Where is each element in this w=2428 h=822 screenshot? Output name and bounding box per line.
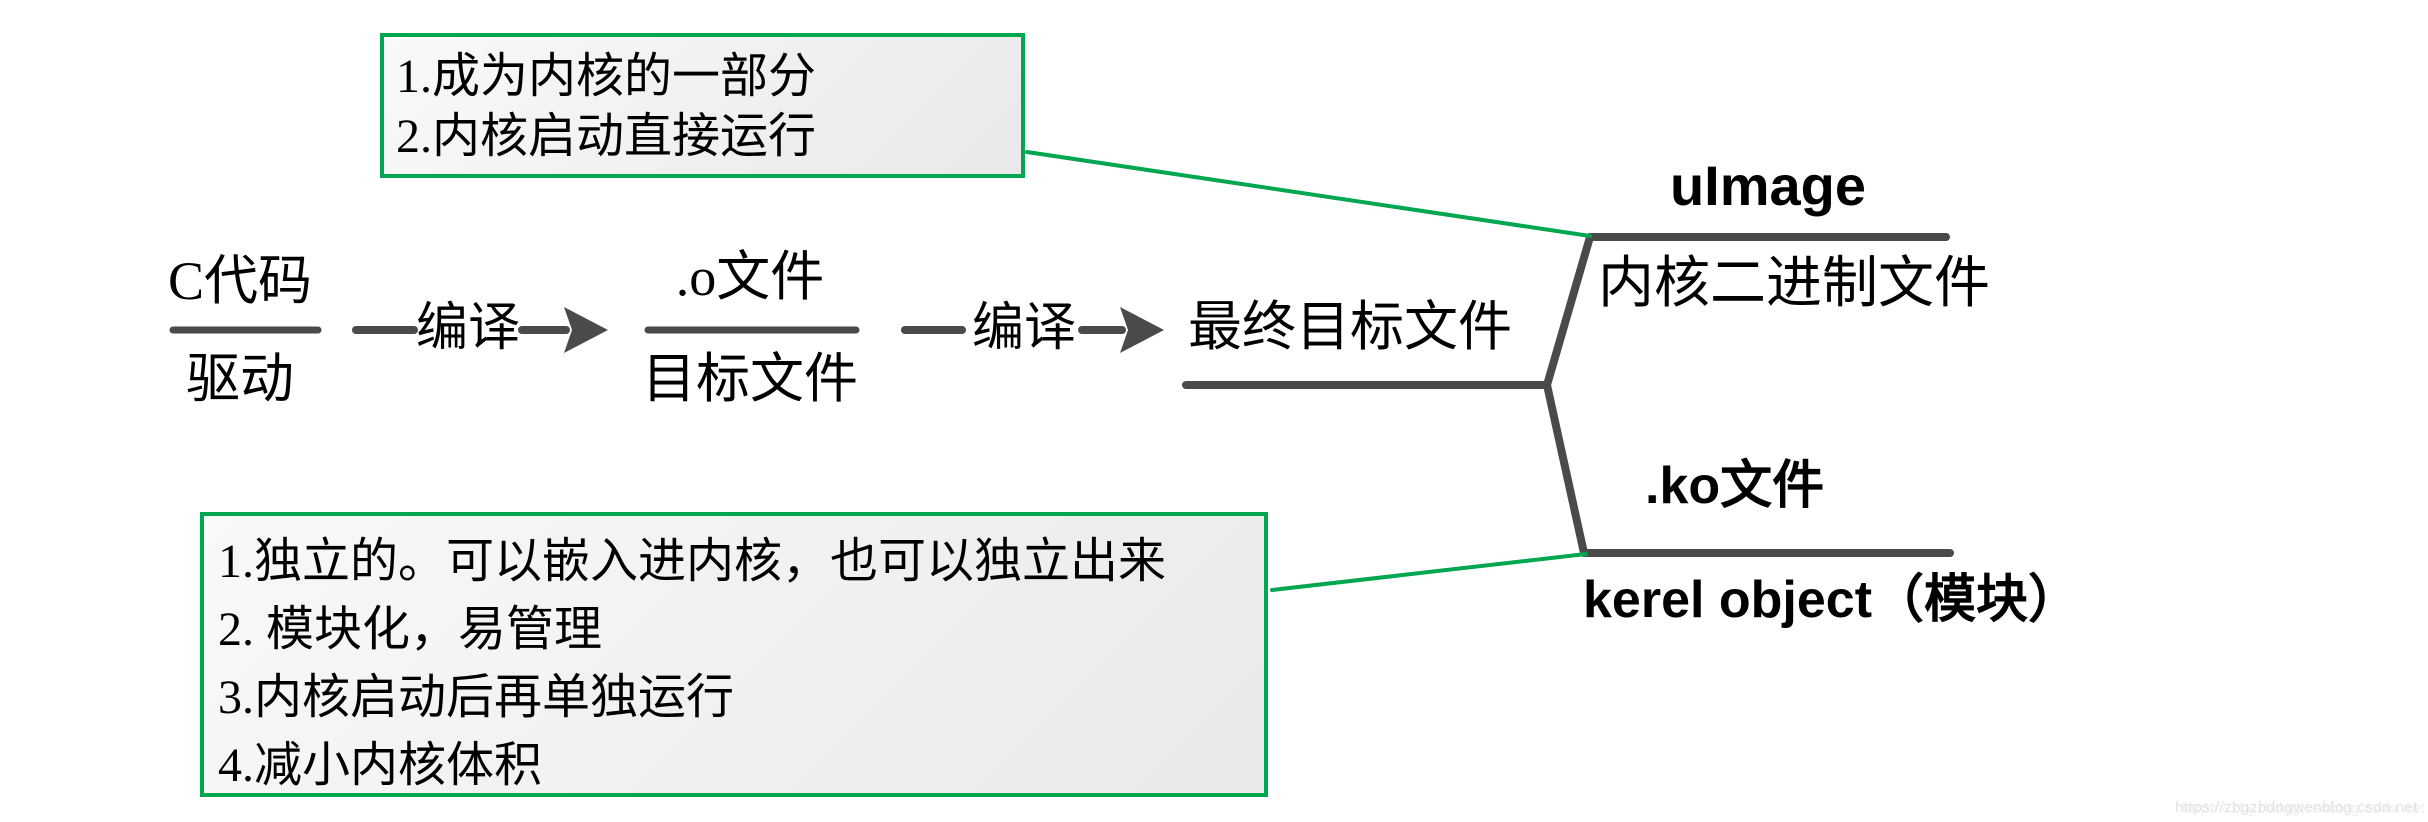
note-line: 4.减小内核体积 bbox=[218, 739, 543, 792]
top-note-connector bbox=[1025, 150, 1592, 238]
arrow2-head-icon bbox=[1120, 307, 1164, 353]
intermediate-denominator: 目标文件 bbox=[642, 349, 858, 409]
watermark-text: https://zbgzbdngwenblog.csdn.net bbox=[2175, 799, 2418, 816]
bottom-note-connector bbox=[1270, 552, 1588, 592]
source-numerator: C代码 bbox=[167, 251, 313, 311]
note-line: 2.内核启动直接运行 bbox=[396, 110, 817, 163]
ko-subtitle: kerel object（模块） bbox=[1583, 571, 2081, 629]
ko-note-box: 1.独立的。可以嵌入进内核，也可以独立出来 2. 模块化，易管理 3.内核启动后… bbox=[200, 512, 1268, 797]
arrow1-head-icon bbox=[564, 307, 608, 353]
intermediate-numerator: .o文件 bbox=[675, 247, 825, 307]
uimage-note-box: 1.成为内核的一部分 2.内核启动直接运行 bbox=[380, 33, 1025, 178]
arrow2-label: 编译 bbox=[971, 300, 1076, 357]
uimage-title: uImage bbox=[1669, 154, 1867, 217]
fork-upper-diagonal bbox=[1543, 233, 1594, 389]
note-line: 1.独立的。可以嵌入进内核，也可以独立出来 bbox=[218, 535, 1167, 588]
source-denominator: 驱动 bbox=[186, 349, 294, 409]
note-line: 3.内核启动后再单独运行 bbox=[218, 671, 735, 724]
final-target-label: 最终目标文件 bbox=[1188, 297, 1512, 357]
arrow1-label: 编译 bbox=[415, 300, 520, 357]
uimage-subtitle: 内核二进制文件 bbox=[1598, 253, 1990, 315]
fork-lower-diagonal bbox=[1543, 381, 1588, 557]
note-line: 1.成为内核的一部分 bbox=[396, 50, 817, 103]
ko-title: .ko文件 bbox=[1645, 457, 1825, 515]
note-line: 2. 模块化，易管理 bbox=[218, 603, 603, 656]
